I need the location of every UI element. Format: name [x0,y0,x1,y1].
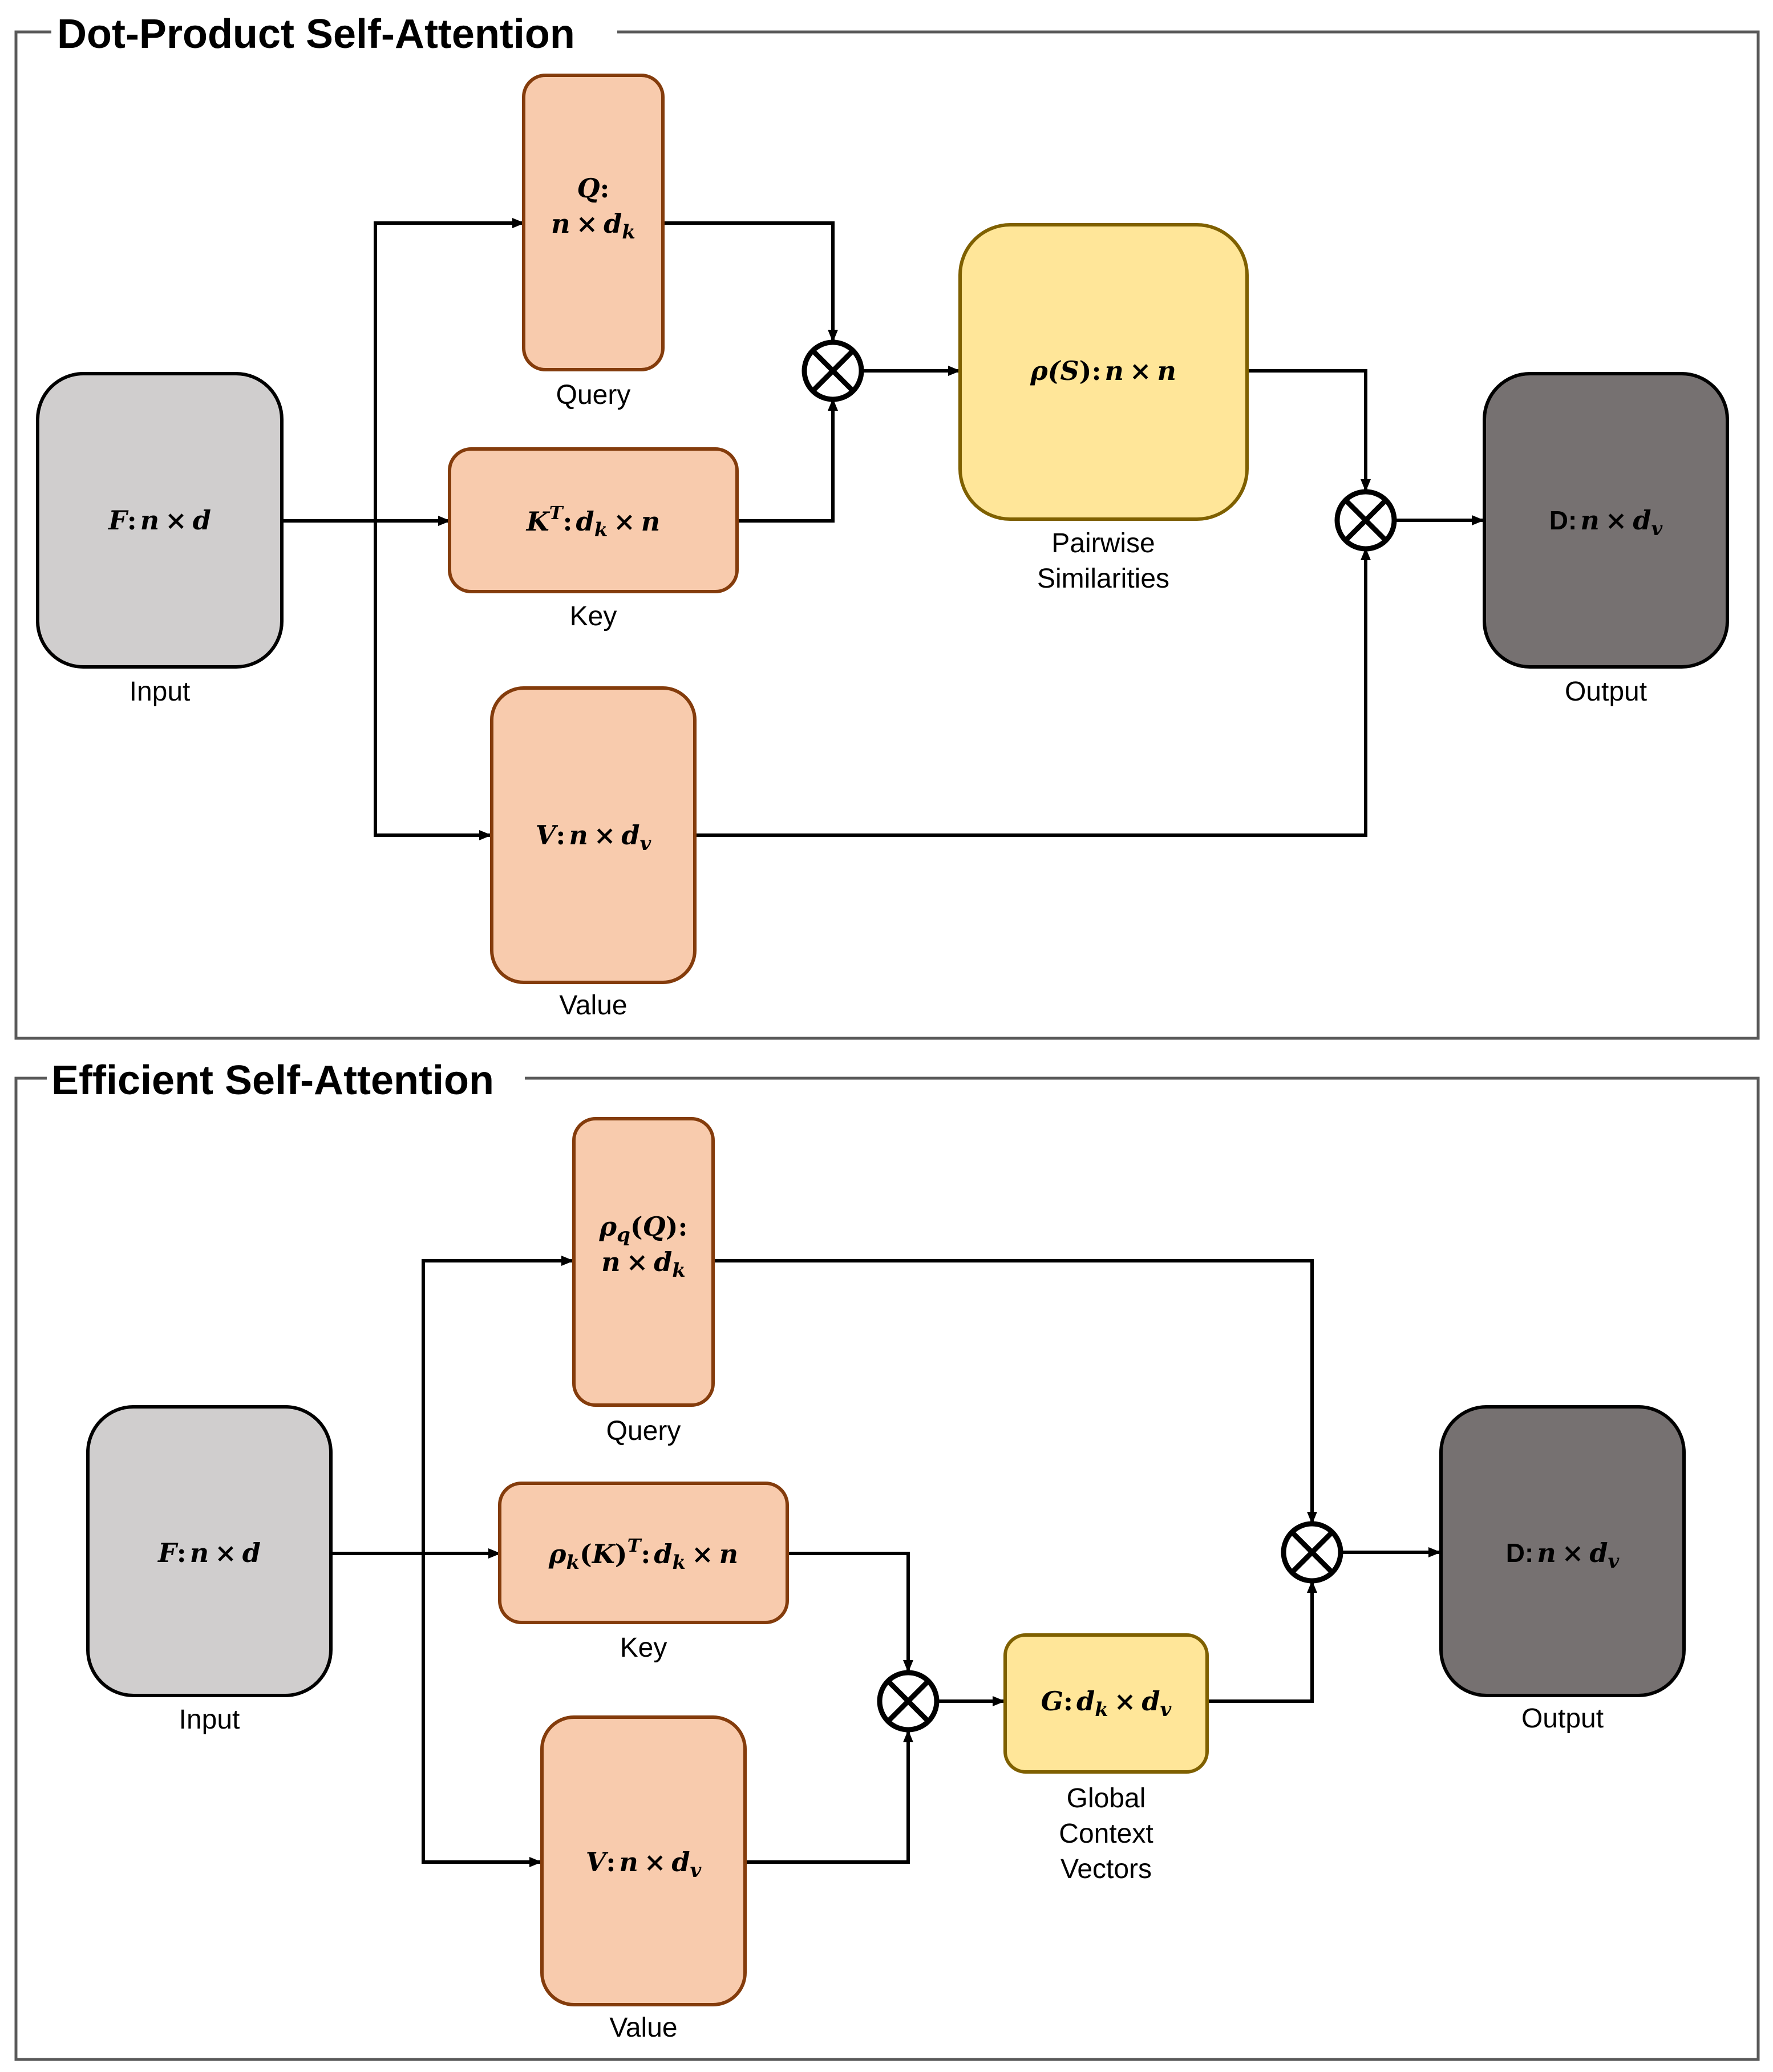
context-box [1003,1633,1209,1774]
output-caption: Output [1521,1703,1604,1734]
similarity-box [958,223,1249,521]
value-node: V:n×dv Value [490,686,697,1021]
output-formula: D:n×dv [1506,1537,1620,1573]
multiply-operator [1334,489,1397,552]
similarity-node: ρ(S):n×n Pairwise Similarities [958,223,1249,594]
edge-query-mult [663,221,838,342]
output-node: D:n×dv Output [1439,1405,1686,1734]
input-caption: Input [129,677,191,707]
output-formula: D:n×dv [1549,505,1663,540]
edge-value-mult [745,1730,913,1864]
input-node: F:n×d Input [36,372,284,707]
value-node: V:n×dv Value [540,1715,747,2043]
edge-context-mult [1207,1580,1317,1703]
edge-key-mult [787,1552,913,1673]
similarity-caption-1: Pairwise [1051,528,1155,559]
edge-input-query [422,1256,574,1553]
edge-query-mult [713,1259,1317,1524]
context-formula: G:dk×dv [1041,1686,1172,1721]
context-node: G:dk×dv Global Context Vectors [1003,1633,1209,1884]
query-formula-line2: n×dk [601,1247,686,1282]
query-formula-line2: n×dk [551,208,635,244]
input-box [86,1405,333,1697]
key-caption: Key [620,1633,667,1663]
output-caption: Output [1565,677,1647,707]
multiply-operator [1281,1521,1343,1584]
query-caption: Query [556,380,631,410]
edge-value-mult [695,548,1371,837]
panel-title: Dot-Product Self-Attention [57,11,575,57]
query-formula-line1: ρq(Q): [599,1211,688,1247]
input-box [36,372,284,669]
output-node: D:n×dv Output [1483,372,1729,707]
edge-input-query [374,218,525,521]
panel-title: Efficient Self-Attention [51,1058,494,1103]
output-box [1483,372,1729,669]
value-formula: V:n×dv [536,820,652,855]
panel-frame [14,1077,1760,2061]
edge-input-value [374,521,492,840]
value-formula: V:n×dv [586,1847,702,1882]
query-caption: Query [606,1416,681,1446]
key-box [448,447,739,593]
value-box [540,1715,747,2006]
value-caption: Value [559,990,627,1021]
value-box [490,686,697,984]
edge-key-mult [737,398,838,523]
context-caption-1: Global [1067,1783,1146,1814]
panel-dot-product: Dot-Product Self-Attention F:n×d Input Q… [14,11,1760,1040]
similarity-formula: ρ(S):n×n [1030,355,1176,386]
panel-frame [14,30,1760,1040]
key-formula: ρk(K)T:dk×n [548,1535,738,1574]
edge-input-value [422,1553,542,1867]
connectors [282,218,1484,840]
key-formula: KT:dk×n [525,502,661,541]
input-node: F:n×d Input [86,1405,333,1735]
edge-similarity-mult [1247,369,1371,492]
query-node: Q: n×dk Query [522,74,665,410]
input-formula: F:n×d [107,505,211,536]
similarity-caption-2: Similarities [1037,564,1169,594]
key-box [498,1482,789,1624]
input-formula: F:n×d [157,1537,261,1568]
panel-efficient: Efficient Self-Attention F:n×d Input ρq(… [14,1058,1760,2061]
query-node: ρq(Q): n×dk Query [572,1117,715,1446]
context-caption-3: Vectors [1060,1854,1152,1884]
multiply-operator [877,1670,940,1733]
key-node: KT:dk×n Key [448,447,739,632]
value-caption: Value [609,2013,677,2043]
context-caption-2: Context [1059,1819,1153,1849]
input-caption: Input [179,1705,240,1735]
key-node: ρk(K)T:dk×n Key [498,1482,789,1663]
query-formula-line1: Q: [577,173,609,204]
query-box [522,74,665,371]
key-caption: Key [570,601,617,632]
output-box [1439,1405,1686,1697]
multiply-operator [802,339,864,402]
query-box [572,1117,715,1407]
connectors [331,1256,1441,1867]
